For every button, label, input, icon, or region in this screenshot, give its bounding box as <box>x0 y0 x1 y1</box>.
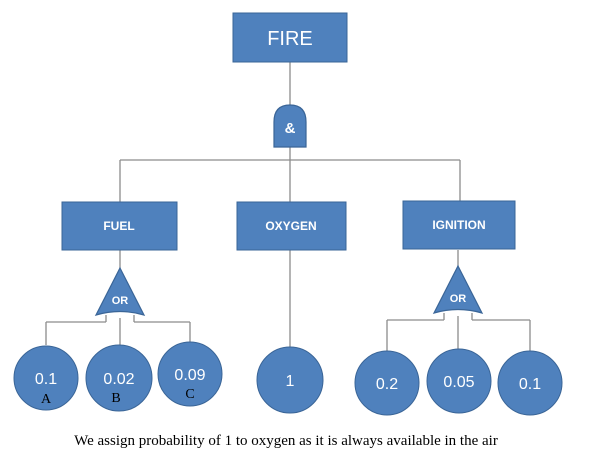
top-event-fire: FIRE <box>232 12 348 63</box>
branch-oxygen: OXYGEN <box>236 201 347 251</box>
ignition-event-3: 0.1 <box>497 350 563 416</box>
oxygen-event: 1 <box>256 346 324 414</box>
ignition-event-2: 0.05 <box>426 348 492 414</box>
fuel-or-gate: OR <box>94 266 146 316</box>
ignition-event-1: 0.2 <box>354 350 420 416</box>
fuel-event-c-letter: C <box>185 387 194 402</box>
fuel-event-a: 0.1 <box>13 345 79 411</box>
fuel-event-b-value: 0.02 <box>103 371 134 388</box>
fuel-event-a-letter: A <box>41 392 52 407</box>
ignition-event-3-value: 0.1 <box>519 376 541 393</box>
fuel-or-gate-label: OR <box>112 295 129 307</box>
fuel-event-b-letter: B <box>111 391 120 406</box>
branch-oxygen-label: OXYGEN <box>265 219 316 233</box>
caption: We assign probability of 1 to oxygen as … <box>74 433 498 449</box>
ignition-event-2-value: 0.05 <box>443 374 474 391</box>
branch-fuel: FUEL <box>61 201 178 251</box>
branch-ignition-label: IGNITION <box>432 218 485 232</box>
ignition-or-gate-label: OR <box>450 293 467 305</box>
oxygen-event-value: 1 <box>286 373 295 390</box>
fuel-event-c: 0.09 <box>157 341 223 407</box>
fuel-event-c-value: 0.09 <box>174 367 205 384</box>
and-gate: & <box>273 104 307 148</box>
branch-fuel-label: FUEL <box>103 219 134 233</box>
fuel-event-a-value: 0.1 <box>35 371 57 388</box>
and-gate-symbol: & <box>285 120 296 137</box>
branch-ignition: IGNITION <box>402 200 516 250</box>
ignition-event-1-value: 0.2 <box>376 376 398 393</box>
top-event-label: FIRE <box>267 28 313 50</box>
fuel-event-b: 0.02 <box>85 344 153 412</box>
ignition-or-gate: OR <box>432 264 484 314</box>
connector-lines <box>45 62 531 355</box>
